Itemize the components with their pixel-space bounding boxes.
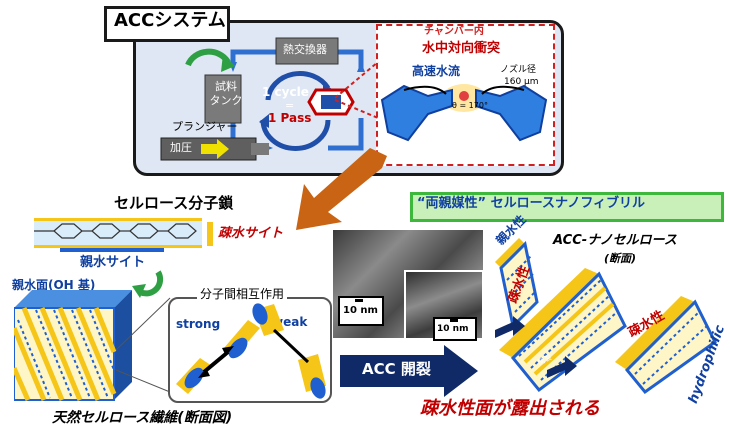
hydrophilic-legend-bar: [60, 248, 164, 252]
left-jet-arrow: [380, 84, 453, 142]
hydrophilic-site-label: 親水サイト: [80, 255, 146, 270]
acc-cleave-label: ACC 開裂: [362, 360, 431, 378]
sample-tank-label: 試料 タンク: [209, 80, 243, 108]
flow-loop-diagram: [160, 37, 365, 161]
nanofibril-cross-section: [495, 238, 717, 395]
plunger-rod: [251, 143, 269, 155]
interaction-title: 分子間相互作用: [197, 288, 288, 300]
process-arrow: [296, 148, 387, 230]
strong-pair: [176, 320, 260, 394]
cleave-arrow-2: [547, 356, 577, 378]
acc-system-title: ACCシステム: [114, 10, 226, 31]
strong-label: strong: [176, 317, 221, 331]
acc-nano-title: ACC-ナノセルロース: [553, 233, 677, 248]
nanofibril-banner: “両親媒性” セルロースナノフィブリル: [417, 196, 646, 211]
fragment-main: [499, 268, 627, 393]
cycle-label-3: 1 Pass: [268, 111, 312, 125]
acc-cleave-arrow: [340, 345, 478, 397]
exposed-caption: 疎水性面が露出される: [420, 398, 600, 419]
hydrophobic-site-label: 疎水サイト: [218, 226, 284, 241]
chamber-title: 水中対向衝突: [422, 41, 501, 56]
angle-label: θ = 170°: [452, 101, 488, 110]
pressurize-arrow: [201, 139, 229, 159]
nozzle-label: ノズル径: [500, 65, 537, 75]
heat-exchanger: [275, 37, 339, 65]
fragment-right: [615, 296, 717, 395]
scale-box-main: [338, 296, 384, 326]
sample-tank: [204, 74, 242, 124]
chamber-icon: [307, 88, 355, 116]
acc-nano-subtitle: (断面): [604, 252, 637, 265]
fiber-caption: 天然セルロース繊維(断面図): [52, 410, 233, 426]
scale-label-inset: 10 nm: [437, 324, 469, 334]
heat-exchanger-label: 熱交換器: [283, 43, 327, 56]
cycle-arrow-top: [265, 71, 331, 101]
green-curve-arrow: [132, 270, 164, 298]
chamber-leader-lines: [334, 61, 379, 119]
fragment-top: [495, 238, 539, 330]
cycle-label-1: 1 cycle: [262, 85, 309, 99]
chamber-label: チャンバー内: [424, 26, 484, 37]
cleave-arrow-1: [495, 316, 525, 338]
interaction-diagram: [176, 303, 326, 399]
hydrophilic-face-label: 親水面(OH 基): [12, 278, 96, 292]
nozzle-value: 160 µm: [504, 77, 539, 87]
cellulose-chain-band: [34, 218, 202, 248]
cycle-arrow-bottom: [260, 119, 331, 151]
cycle-label-2: =: [285, 99, 295, 112]
natural-fiber-block: [14, 290, 132, 402]
scale-bar-main: [355, 299, 363, 302]
right-jet-arrow: [475, 84, 548, 142]
plunger-label: プランジャー: [172, 120, 238, 133]
collision-point: [459, 91, 469, 101]
zoom-lines: [115, 297, 171, 393]
right-nozzle: [481, 85, 525, 95]
jet-label: 高速水流: [412, 64, 461, 78]
left-nozzle: [403, 85, 447, 95]
cellulose-molecule: [34, 223, 197, 239]
pressurize-label: 加圧: [170, 141, 192, 154]
acc-system-title-box: [104, 6, 230, 42]
weak-pair: [252, 303, 326, 399]
nanofibril-banner-box: [410, 192, 724, 222]
scale-bar-inset: [450, 319, 458, 322]
jet-collision-diagram: [380, 84, 548, 142]
cellulose-chain-title: セルロース分子鎖: [114, 194, 234, 212]
scale-label-main: 10 nm: [343, 305, 378, 316]
hydrophobic-legend-bar: [207, 222, 213, 246]
